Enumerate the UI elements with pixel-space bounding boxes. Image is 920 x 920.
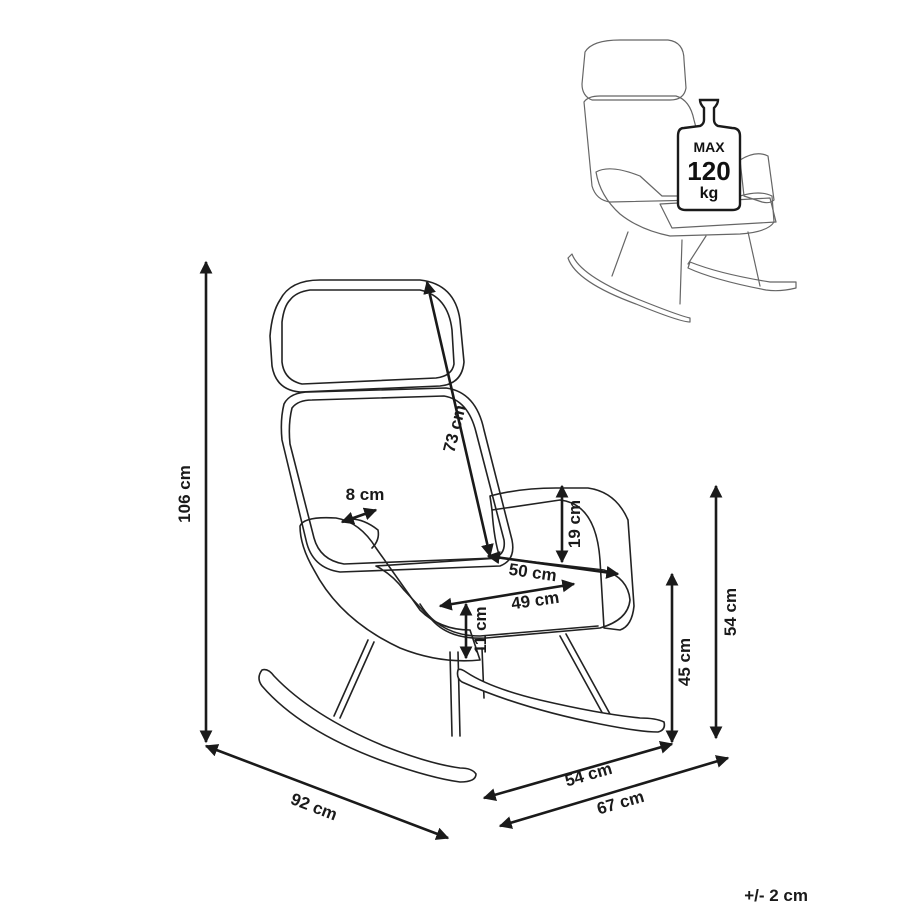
tolerance-note: +/- 2 cm xyxy=(744,886,808,905)
label-width-total: 67 cm xyxy=(595,787,647,819)
dimline-width-total xyxy=(498,755,730,829)
dimension-labels: 106 cm 73 cm 8 cm 19 cm 50 cm 49 cm 11 c… xyxy=(175,403,740,824)
label-armrest-height: 19 cm xyxy=(565,500,584,548)
dimline-seat-width xyxy=(486,551,620,579)
badge-max-label: MAX xyxy=(693,139,725,155)
weight-capacity-badge: MAX 120 kg xyxy=(676,98,742,212)
badge-capacity-value: 120 xyxy=(687,156,730,186)
label-armrest-total-height: 54 cm xyxy=(721,588,740,636)
main-chair-illustration xyxy=(258,279,666,783)
label-cushion-thickness: 11 cm xyxy=(471,606,490,653)
label-seat-height: 45 cm xyxy=(675,638,694,686)
dimension-lines xyxy=(199,260,730,840)
dimline-depth-total xyxy=(204,744,450,840)
label-total-height: 106 cm xyxy=(175,465,194,523)
label-armrest-width: 8 cm xyxy=(346,485,385,504)
label-width-inner: 54 cm xyxy=(563,759,615,791)
label-seat-depth: 49 cm xyxy=(510,588,560,614)
dimline-armrest-width xyxy=(340,507,378,525)
dimline-backrest-height xyxy=(423,280,494,558)
badge-unit-label: kg xyxy=(700,185,719,202)
dimline-seat-depth xyxy=(438,579,576,611)
